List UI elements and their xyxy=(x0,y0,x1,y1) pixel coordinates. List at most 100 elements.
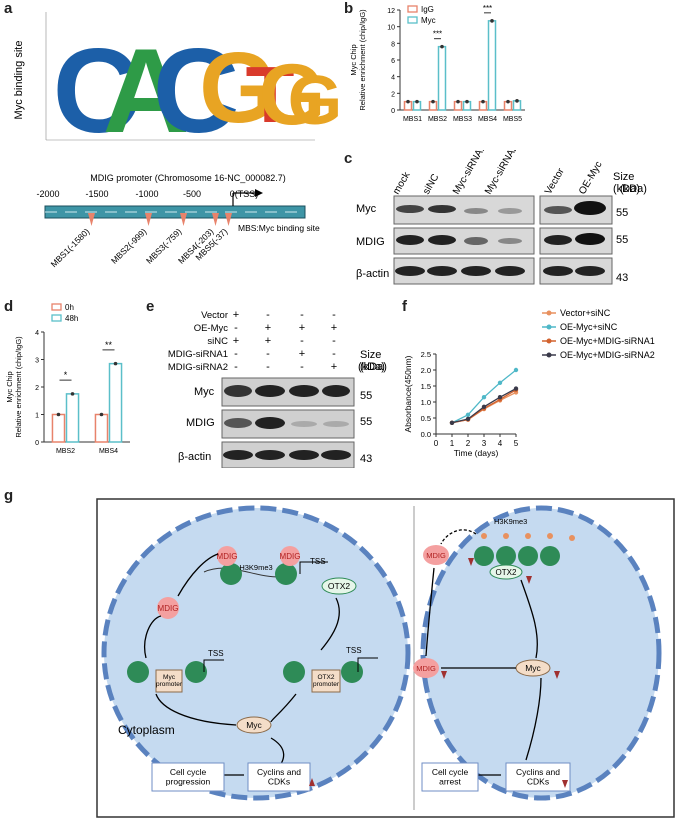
data-point xyxy=(513,367,519,373)
scale-tick: -500 xyxy=(183,189,201,199)
sig-label: *** xyxy=(433,30,442,39)
g-mdig: MDIG xyxy=(158,604,179,613)
y-tick-label: 2 xyxy=(35,385,39,392)
sign-mark: + xyxy=(233,335,239,347)
sequence-logo: C A C G T G G xyxy=(53,24,340,158)
bar xyxy=(65,393,80,443)
legend-swatch xyxy=(51,303,62,311)
blot-row-label: Myc xyxy=(356,203,377,215)
panel-c: mock siNC Myc-siRNA1 Myc-siRNA2 Vector O… xyxy=(356,150,647,285)
legend-swatch xyxy=(407,5,418,13)
x-tick-label: MBS2 xyxy=(428,116,447,123)
g-h3k9: H3K9me3 xyxy=(239,563,272,572)
data-point xyxy=(490,19,494,23)
blot-myc xyxy=(221,377,355,407)
x-tick-label: MBS2 xyxy=(56,448,75,455)
data-point xyxy=(449,420,455,425)
y-tick-label: 10 xyxy=(387,25,395,32)
x-axis-label: Time (days) xyxy=(454,448,499,458)
logo-letter: C xyxy=(153,24,240,158)
g-myc: Myc xyxy=(525,663,541,673)
logo-letter: T xyxy=(246,50,295,139)
y-tick-label: 0 xyxy=(391,108,395,115)
panel-label-f: f xyxy=(402,298,407,315)
scale-tick: -2000 xyxy=(36,189,59,199)
size-label: (kDa) xyxy=(358,361,385,373)
bar xyxy=(94,413,109,443)
data-point xyxy=(113,361,118,366)
g-tss: TSS xyxy=(208,649,224,658)
data-point xyxy=(415,99,419,104)
x-tick-label: 1 xyxy=(450,439,455,448)
y-tick-label: 12 xyxy=(387,8,395,15)
blot-row-label: β-actin xyxy=(356,268,389,280)
g-mdig: MDIG xyxy=(217,552,238,561)
y-tick-label: 0 xyxy=(35,440,39,447)
x-tick-label: 5 xyxy=(514,439,519,448)
site-label: MBS2(-999) xyxy=(109,226,149,266)
blot-size: 55 xyxy=(360,390,372,402)
data-point xyxy=(56,412,61,417)
blot-size: 55 xyxy=(360,416,372,428)
blot-mdig xyxy=(393,227,613,255)
sign-mark: + xyxy=(299,322,305,334)
data-point xyxy=(481,395,487,400)
data-point xyxy=(481,404,487,409)
y-tick-label: 3 xyxy=(35,358,39,365)
y-tick-label: 4 xyxy=(391,75,395,82)
sign-mark: + xyxy=(233,309,239,321)
sign-mark: + xyxy=(265,335,271,347)
binding-site-marker-icon xyxy=(88,213,95,226)
legend-label: Myc xyxy=(421,16,436,25)
panel-label-a: a xyxy=(4,0,13,17)
data-point xyxy=(497,380,503,385)
x-tick-label: 3 xyxy=(482,439,487,448)
blot-row-label: MDIG xyxy=(186,417,215,429)
y-tick-label: 1.5 xyxy=(421,382,431,391)
bar xyxy=(51,413,66,443)
bar xyxy=(108,362,123,443)
cell-normal xyxy=(101,505,411,801)
site-legend: MBS:Myc binding site xyxy=(238,223,320,233)
legend-label: IgG xyxy=(421,5,434,14)
data-point xyxy=(70,392,75,396)
x-tick-label: 0 xyxy=(434,439,439,448)
sig-label: * xyxy=(64,370,68,380)
binding-site-marker-icon xyxy=(145,213,152,226)
y-tick-label: 1 xyxy=(35,413,39,420)
blot-row-label: MDIG xyxy=(356,236,385,248)
legend-label: 48h xyxy=(65,314,78,323)
data-point xyxy=(515,99,519,103)
legend-label: OE-Myc+MDIG-siRNA2 xyxy=(560,350,655,360)
y-tick-label: 8 xyxy=(391,41,395,48)
y-tick-label: 4 xyxy=(35,330,39,337)
panel-e: Vector OE-Myc siNC MDIG-siRNA1 MDIG-siRN… xyxy=(168,309,387,468)
binding-site-marker-icon xyxy=(225,213,232,226)
y-tick-label: 2 xyxy=(391,91,395,98)
lane-label: Vector xyxy=(543,166,567,197)
binding-site-marker-icon xyxy=(212,213,219,226)
legend-marker xyxy=(546,310,552,316)
blot-size: 43 xyxy=(616,272,628,284)
condition-label: Vector xyxy=(201,310,228,321)
blot-row-label: β-actin xyxy=(178,451,211,463)
sign-mark: - xyxy=(300,335,304,347)
sign-mark: - xyxy=(234,348,238,360)
sign-mark: - xyxy=(266,309,270,321)
size-label: Size(kDa) xyxy=(613,171,640,195)
data-point xyxy=(465,412,471,417)
legend-swatch xyxy=(407,16,418,24)
sign-mark: - xyxy=(332,335,336,347)
blot-actin xyxy=(221,441,355,468)
up-arrow-icon xyxy=(309,778,315,786)
y-tick-label: 0.5 xyxy=(421,414,431,423)
panel-label-g: g xyxy=(4,487,14,504)
y-axis-label: Relative enrichment (chip/IgG) xyxy=(14,336,23,438)
